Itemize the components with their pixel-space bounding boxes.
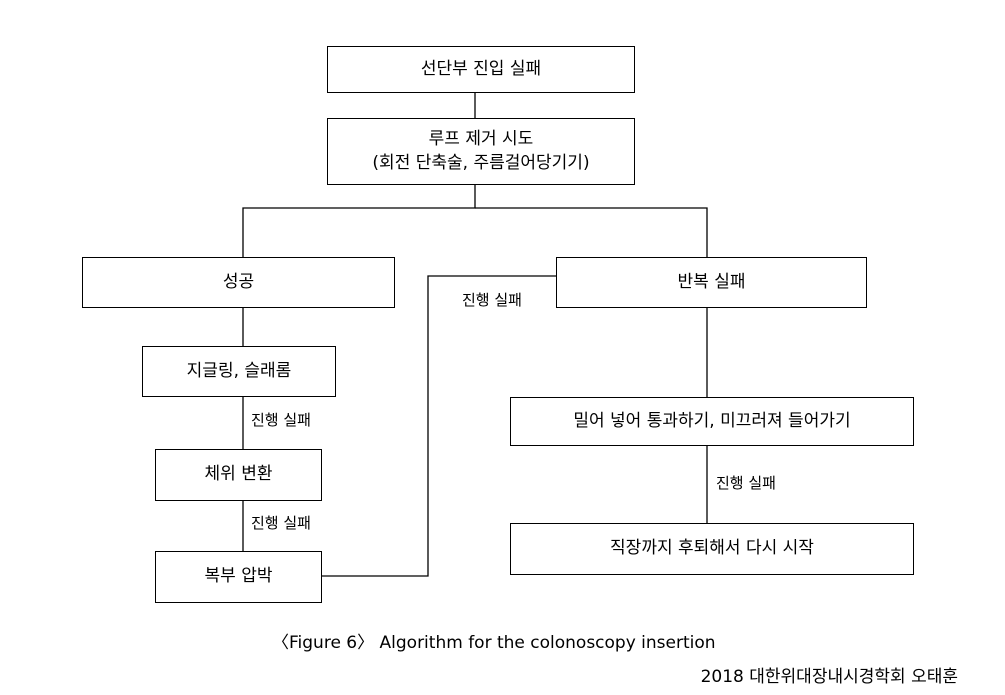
edge-label-progress-fail-cross: 진행 실패 — [462, 291, 522, 309]
node-push-slide-text: 밀어 넣어 통과하기, 미끄러져 들어가기 — [573, 410, 851, 431]
node-success: 성공 — [82, 257, 395, 308]
node-abdominal-pressure: 복부 압박 — [155, 551, 322, 603]
node-retreat-restart-text: 직장까지 후퇴해서 다시 시작 — [610, 538, 814, 559]
edge-label-progress-fail-position: 진행 실패 — [251, 514, 311, 532]
node-loop-attempt: 루프 제거 시도 (회전 단축술, 주름걸어당기기) — [327, 118, 635, 185]
node-success-text: 성공 — [222, 271, 255, 292]
connector-pressure-to-repeat-fail — [322, 275, 556, 577]
node-repeat-fail-text: 반복 실패 — [677, 271, 746, 292]
node-start-text: 선단부 진입 실패 — [420, 58, 542, 79]
node-jiggling-text: 지글링, 슬래롬 — [186, 360, 292, 381]
figure-credit: 2018 대한위대장내시경학회 오태훈 — [700, 667, 958, 687]
edge-label-progress-fail-jiggling: 진행 실패 — [251, 411, 311, 429]
node-start: 선단부 진입 실패 — [327, 46, 635, 93]
node-push-slide: 밀어 넣어 통과하기, 미끄러져 들어가기 — [510, 397, 914, 446]
node-abdominal-pressure-text: 복부 압박 — [204, 566, 273, 587]
node-repeat-fail: 반복 실패 — [556, 257, 867, 308]
node-loop-attempt-line1: 루프 제거 시도 — [428, 128, 534, 149]
node-jiggling: 지글링, 슬래롬 — [142, 346, 336, 397]
node-loop-attempt-line2: (회전 단축술, 주름걸어당기기) — [372, 152, 590, 173]
node-position-change: 체위 변환 — [155, 449, 322, 501]
node-retreat-restart: 직장까지 후퇴해서 다시 시작 — [510, 523, 914, 575]
figure-caption: 〈Figure 6〉 Algorithm for the colonoscopy… — [272, 633, 716, 653]
connector-loop-to-branches — [242, 185, 476, 257]
node-position-change-text: 체위 변환 — [204, 464, 273, 485]
edge-label-progress-fail-push: 진행 실패 — [716, 474, 776, 492]
connector-loop-to-repeat-fail — [475, 207, 708, 257]
